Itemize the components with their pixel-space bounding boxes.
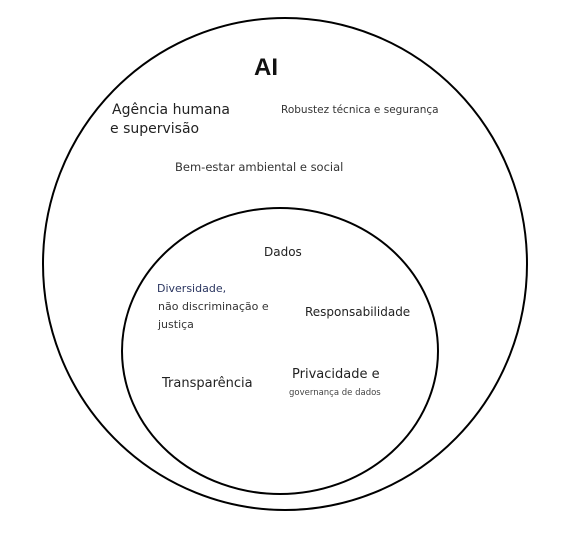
label-robustez: Robustez técnica e segurança xyxy=(281,104,439,116)
label-bem-estar: Bem-estar ambiental e social xyxy=(175,160,344,174)
label-responsabilidade: Responsabilidade xyxy=(305,305,411,319)
label-dados: Dados xyxy=(264,245,302,259)
label-justica: justiça xyxy=(158,318,194,331)
label-supervisao: e supervisão xyxy=(110,121,200,137)
label-privacidade: Privacidade e xyxy=(292,367,380,382)
label-agencia-humana: Agência humana xyxy=(112,102,230,118)
inner-circle xyxy=(121,207,439,495)
label-governanca-de-dados: governança de dados xyxy=(289,388,381,398)
label-nao-discriminacao: não discriminação e xyxy=(158,300,269,313)
outer-circle xyxy=(42,17,528,511)
diagram-title: AI xyxy=(254,54,278,81)
label-diversidade: Diversidade, xyxy=(157,282,227,295)
label-transparencia: Transparência xyxy=(162,376,253,391)
